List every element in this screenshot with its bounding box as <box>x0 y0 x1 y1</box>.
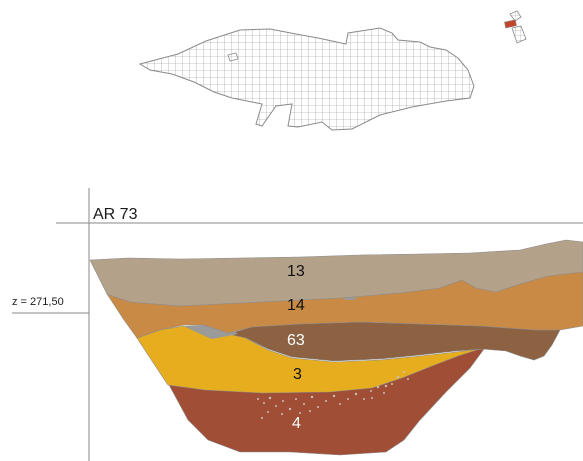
gravel-inclusions <box>257 371 409 419</box>
gray-inclusion <box>184 325 238 339</box>
site-plan-detail <box>227 52 239 62</box>
layer-13 <box>89 239 583 307</box>
location-inset <box>504 10 527 44</box>
location-marker <box>504 19 517 29</box>
section-title: AR 73 <box>93 206 138 223</box>
elevation-label: z = 271,50 <box>12 296 64 308</box>
layer-label-63: 63 <box>287 332 305 349</box>
small-inclusion <box>344 297 356 300</box>
layer-label-14: 14 <box>287 297 305 314</box>
layer-label-13: 13 <box>287 263 305 280</box>
site-plan <box>138 27 475 131</box>
layer-label-4: 4 <box>292 415 301 432</box>
layer-label-3: 3 <box>293 366 302 383</box>
